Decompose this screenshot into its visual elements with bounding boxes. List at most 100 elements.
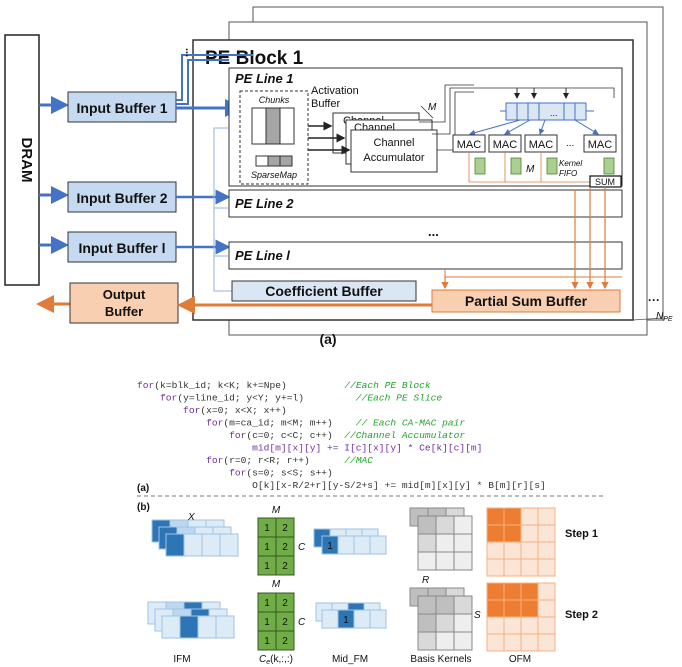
ca-mac-wire-1 — [419, 84, 474, 123]
ce1-r3-c2: 2 — [282, 561, 288, 572]
channel-acc-label-1: Channel — [374, 137, 415, 149]
ce2-r3-c1: 1 — [264, 636, 270, 647]
channel-accumulator — [350, 129, 438, 173]
midfm-step1 — [313, 528, 387, 555]
mac-m-label: MAC — [588, 139, 613, 151]
output-buffer-label-2: Buffer — [105, 304, 143, 319]
midfm1-one: 1 — [327, 541, 333, 552]
c-label-step2: C — [298, 617, 306, 628]
midfm-label: Mid_FM — [332, 654, 368, 665]
m-label-ca: M — [428, 102, 437, 113]
ce-matrix-step1 — [257, 517, 295, 576]
ce2-r3-c2: 2 — [282, 636, 288, 647]
code-line: for(y=line_id; y<Y; y+=l) //Each PE Slic… — [137, 393, 442, 404]
ofm-step1 — [486, 507, 556, 577]
ce2-r2-c2: 2 — [282, 617, 288, 628]
midfm-step2 — [315, 602, 387, 629]
pe-block-title: PE Block 1 — [205, 48, 304, 69]
input-buffer-l-label: Input Buffer l — [78, 240, 165, 256]
code-line: for(m=ca_id; m<M; m++) // Each CA-MAC pa… — [137, 418, 465, 429]
activation-buffer-label-1: Activation — [311, 85, 359, 97]
loop-code: for(k=blk_id; k<K; k+=Npe) //Each PE Blo… — [137, 380, 546, 491]
ifm-label: IFM — [173, 654, 190, 665]
m-label-mac: M — [526, 164, 535, 175]
channel-acc-label-2: Accumulator — [363, 152, 424, 164]
code-line: for(r=0; r<R; r++) //MAC — [137, 455, 373, 466]
ofm-label: OFM — [509, 654, 531, 665]
kernels-step1 — [409, 507, 473, 571]
sum-label: SUM — [595, 177, 615, 187]
mac-m — [583, 134, 617, 153]
caption-b: (b) — [137, 502, 150, 513]
ce-matrix-step2 — [257, 592, 295, 651]
ce-label: Ce(k,:,:) — [259, 654, 293, 666]
code-line: for(c=0; c<C; c++) //Channel Accumulator — [137, 430, 465, 441]
reg-mac3-arrow — [538, 119, 546, 135]
code-line: for(k=blk_id; k<K; k+=Npe) //Each PE Blo… — [137, 380, 431, 391]
m-slash — [420, 105, 434, 119]
kernels-step2 — [409, 587, 473, 651]
c-label-step1: C — [298, 542, 306, 553]
ce1-r1-c2: 2 — [282, 523, 288, 534]
fifo-1 — [474, 157, 486, 175]
coefficient-buffer-label: Coefficient Buffer — [265, 283, 383, 299]
ofm-step2 — [486, 582, 556, 652]
npe-line — [632, 317, 664, 321]
pe-line-2-label: PE Line 2 — [235, 196, 294, 211]
block-dots-right: ··· — [648, 293, 660, 307]
chunk-b — [265, 107, 281, 145]
sparsemap-a — [255, 155, 269, 167]
chunks-label: Chunks — [259, 95, 290, 105]
pe-line-l — [228, 241, 623, 270]
chunk-a — [251, 107, 267, 145]
ifm-step2 — [147, 601, 235, 639]
fifo-2 — [510, 157, 522, 175]
output-buffer-label-1: Output — [103, 287, 146, 302]
caption-a-code: (a) — [137, 483, 149, 494]
pe-line-l-label: PE Line l — [235, 248, 290, 263]
code-line: mid[m][x][y] += I[c][x][y] * Ce[k][c][m] — [137, 443, 482, 454]
step-2-label: Step 2 — [565, 609, 598, 621]
sparsemap-b — [267, 155, 281, 167]
mac-3-label: MAC — [529, 139, 554, 151]
coefficient-buffer — [231, 280, 417, 302]
block-dots: ... — [183, 48, 195, 57]
pe-line-dots: ... — [428, 224, 439, 239]
fifo-m — [603, 157, 615, 175]
sparsemap-c — [279, 155, 293, 167]
top-bus — [474, 87, 615, 98]
m-label-step1: M — [272, 505, 281, 516]
coef-wire-1 — [213, 127, 232, 292]
ce2-r1-c2: 2 — [282, 598, 288, 609]
step-1-label: Step 1 — [565, 528, 598, 540]
midfm2-one: 1 — [343, 615, 349, 626]
ce1-r3-c1: 1 — [264, 561, 270, 572]
fifo-3 — [546, 157, 558, 175]
ifm-step1 — [151, 519, 239, 557]
ca-mac-wire-2 — [432, 87, 474, 135]
mac-1-label: MAC — [457, 139, 482, 151]
npe-label: NPE — [656, 311, 673, 323]
r-label: R — [422, 575, 429, 586]
s-label: S — [474, 610, 481, 621]
input-buffer-1-label: Input Buffer 1 — [77, 100, 168, 116]
x-label: X — [187, 512, 195, 523]
ce1-r2-c2: 2 — [282, 542, 288, 553]
register-strip — [505, 102, 587, 121]
ca-mac-wire-3 — [437, 91, 474, 151]
ce2-r2-c1: 1 — [264, 617, 270, 628]
mac-dots: ... — [566, 138, 574, 149]
reg-mac4-arrow — [574, 119, 599, 135]
ce2-r1-c1: 1 — [264, 598, 270, 609]
sum-wire-1 — [468, 152, 590, 183]
partial-sum-buffer-label: Partial Sum Buffer — [465, 293, 588, 309]
basis-kernels-label: Basis Kernels — [410, 654, 471, 665]
activation-buffer — [239, 90, 309, 185]
sparsemap-label: SparseMap — [251, 170, 297, 180]
code-line: for(s=0; s<S; s++) — [137, 468, 333, 479]
ib1-to-block3-wire — [176, 54, 253, 101]
ce1-r1-c1: 1 — [264, 523, 270, 534]
ib1-to-block2-wire — [176, 59, 229, 105]
reg-dots: ... — [550, 108, 558, 118]
